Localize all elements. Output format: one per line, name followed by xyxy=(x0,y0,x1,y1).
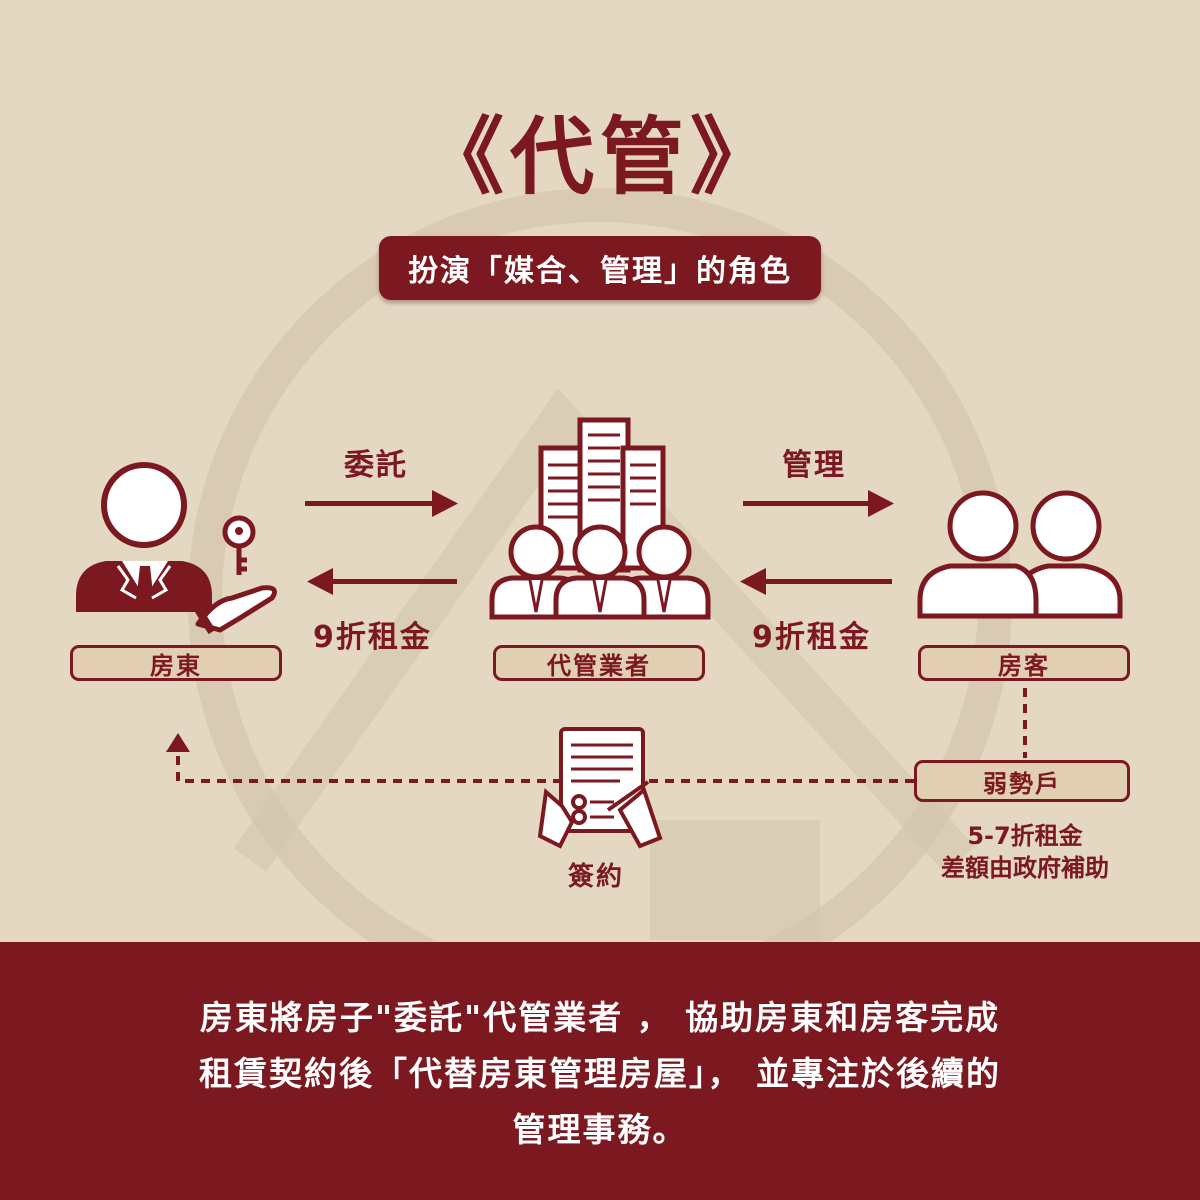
manage-label: 管理 xyxy=(782,448,846,483)
arrow-rent-left-icon xyxy=(307,568,457,595)
footer-band xyxy=(0,942,1200,1200)
businessman-key-icon xyxy=(76,462,277,635)
subsidy-note: 5-7折租金 差額由政府補助 xyxy=(880,820,1170,884)
vulnerable-household-label: 弱勢戶 xyxy=(914,760,1130,802)
arrow-up-icon xyxy=(166,733,190,752)
arrow-entrust-icon xyxy=(305,490,458,517)
arrow-rent-right-icon xyxy=(740,568,892,595)
footer-line1: 房東將房子"委託"代管業者 ， 協助房東和房客完成 xyxy=(199,998,1001,1037)
arrow-manage-icon xyxy=(743,490,894,517)
subtitle-text: 扮演「媒合、管理」的角色 xyxy=(408,254,792,289)
rent-left-label: 9折租金 xyxy=(313,620,432,655)
footer-line3: 管理事務。 xyxy=(512,1110,688,1149)
footer-line2: 租賃契約後「代替房東管理房屋」， 並專注於後續的 xyxy=(199,1054,1001,1093)
tenant-label-text: 房客 xyxy=(998,651,1050,680)
two-people-icon xyxy=(917,490,1123,619)
sign-label: 簽約 xyxy=(568,862,625,892)
footer-description: 房東將房子"委託"代管業者 ， 協助房東和房客完成 租賃契約後「代替房東管理房屋… xyxy=(0,990,1200,1158)
manager-label-text: 代管業者 xyxy=(547,651,651,680)
page-title: 《代管》 xyxy=(419,108,780,206)
vulnerable-label-text: 弱勢戶 xyxy=(983,769,1061,798)
entrust-label: 委託 xyxy=(344,448,408,483)
rent-right-label: 9折租金 xyxy=(752,620,871,655)
subsidy-note-line2: 差額由政府補助 xyxy=(941,854,1109,882)
subtitle-badge: 扮演「媒合、管理」的角色 xyxy=(379,236,821,300)
contract-signing-icon xyxy=(537,727,663,849)
landlord-label-text: 房東 xyxy=(150,651,202,680)
manager-label: 代管業者 xyxy=(493,645,705,681)
tenant-label: 房客 xyxy=(918,645,1130,681)
buildings-team-icon xyxy=(489,417,711,620)
subsidy-note-line1: 5-7折租金 xyxy=(967,822,1083,850)
dashed-connector-icon xyxy=(176,688,1027,783)
landlord-label: 房東 xyxy=(70,645,282,681)
